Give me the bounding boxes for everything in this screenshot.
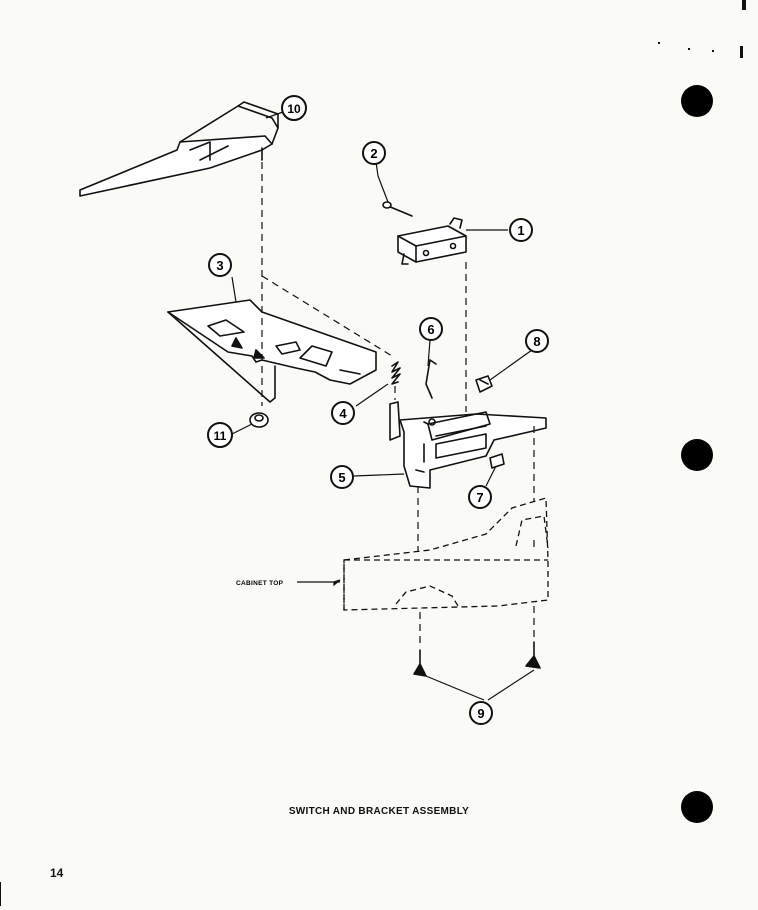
callout-11-label: 11 <box>214 429 227 443</box>
scan-specks <box>0 0 746 906</box>
part-spring <box>391 361 401 385</box>
page-number: 14 <box>50 866 64 880</box>
callout-6: 6 <box>419 317 443 341</box>
part-block-7 <box>489 453 505 469</box>
callout-11: 11 <box>207 422 233 448</box>
callout-1-label: 1 <box>517 223 524 238</box>
callout-4: 4 <box>331 401 355 425</box>
callout-8: 8 <box>525 329 549 353</box>
binder-hole-middle <box>681 439 713 471</box>
part-lever-arm <box>79 101 279 197</box>
part-clip-8 <box>475 375 493 393</box>
callout-9: 9 <box>469 701 493 725</box>
part-nut <box>249 412 269 428</box>
callout-3: 3 <box>208 253 232 277</box>
callout-4-label: 4 <box>339 406 347 421</box>
part-wire-clip <box>425 359 437 399</box>
callout-5-label: 5 <box>338 470 345 485</box>
callout-7: 7 <box>468 485 492 509</box>
cabinet-top-outline <box>343 497 549 611</box>
callout-2-label: 2 <box>370 146 377 161</box>
diagram-caption: SWITCH AND BRACKET ASSEMBLY <box>288 806 470 817</box>
callout-8-label: 8 <box>533 334 540 349</box>
callout-10: 10 <box>281 95 307 121</box>
callout-5: 5 <box>330 465 354 489</box>
part-screws-bottom <box>413 641 541 677</box>
assembly-dashed-lines <box>261 162 535 648</box>
callout-9-label: 9 <box>477 706 484 721</box>
callout-3-label: 3 <box>216 258 223 273</box>
callout-2: 2 <box>362 141 386 165</box>
binder-hole-bottom <box>681 791 713 823</box>
part-bracket <box>389 401 547 489</box>
binder-hole-top <box>681 85 713 117</box>
part-switch <box>397 217 467 265</box>
part-mounting-plate <box>167 299 377 403</box>
part-screw <box>382 201 413 217</box>
callout-7-label: 7 <box>476 490 483 505</box>
callout-6-label: 6 <box>427 322 434 337</box>
callout-10-label: 10 <box>287 102 301 116</box>
callout-1: 1 <box>509 218 533 242</box>
cabinet-top-label: CABINET TOP <box>236 580 284 587</box>
leader-lines <box>231 111 535 701</box>
